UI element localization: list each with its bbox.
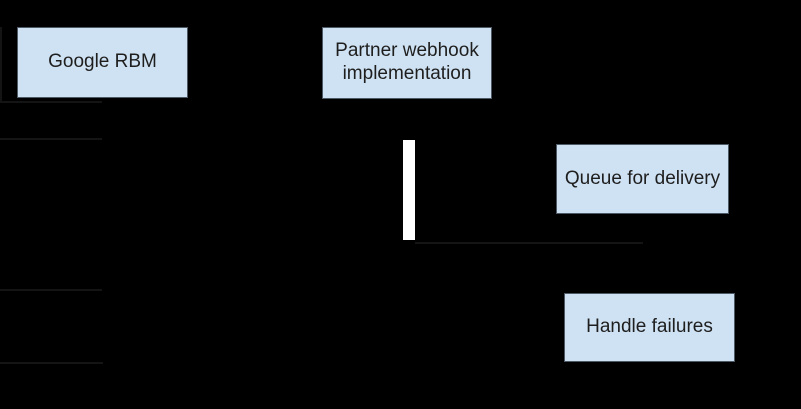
- flow-node-queue-for-delivery: Queue for delivery: [556, 144, 729, 214]
- flow-node-google-rbm: Google RBM: [17, 27, 188, 98]
- faint-arrow-line-1: [0, 101, 102, 103]
- faint-arrow-line-3: [0, 289, 102, 291]
- flow-node-label: Handle failures: [586, 316, 713, 338]
- faint-arrow-line-5: [415, 242, 643, 244]
- faint-arrow-line-2: [0, 138, 102, 140]
- flow-node-label: Queue for delivery: [564, 167, 721, 189]
- activation-bar: [403, 140, 415, 240]
- cropped-node-edge-line: [0, 27, 2, 103]
- flow-node-partner-webhook-implementation: Partner webhook implementation: [322, 27, 492, 99]
- flow-node-handle-failures: Handle failures: [564, 293, 735, 362]
- flow-node-label: Partner webhook implementation: [335, 40, 479, 84]
- flow-node-label: Google RBM: [48, 51, 157, 73]
- faint-arrow-line-4: [0, 362, 103, 364]
